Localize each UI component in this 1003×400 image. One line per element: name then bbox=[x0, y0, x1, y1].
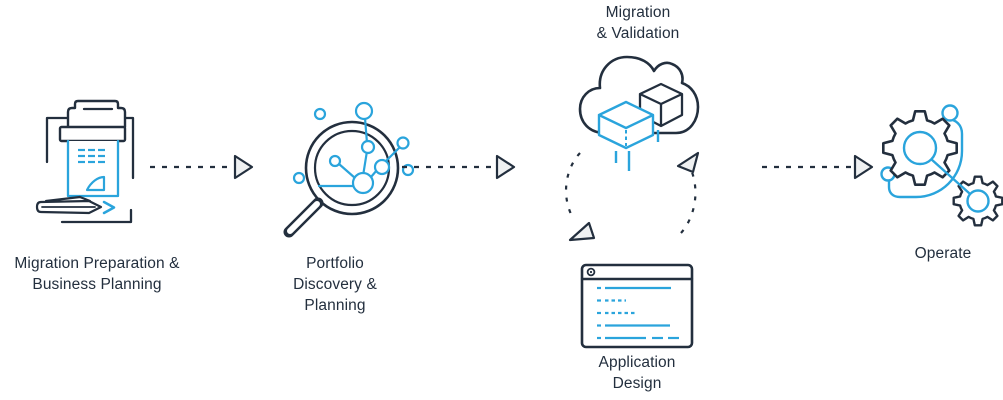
cycle-arc-right bbox=[680, 164, 697, 234]
pen-clip bbox=[44, 195, 92, 203]
window-frame bbox=[580, 263, 694, 349]
window-control-dot bbox=[589, 270, 593, 274]
cycle-arc-left bbox=[565, 152, 581, 221]
arrowhead-down-left-icon bbox=[568, 221, 596, 242]
arrowhead-up-right-icon bbox=[676, 151, 700, 174]
printer-band bbox=[58, 125, 127, 143]
gear-connector-path bbox=[887, 118, 964, 199]
cube-drop-dashes bbox=[614, 130, 660, 171]
step-label-operate: Operate bbox=[914, 245, 972, 262]
flow-arrow-1 bbox=[150, 154, 254, 180]
magnifier-rim-outer bbox=[304, 120, 400, 216]
code-lines bbox=[597, 286, 679, 340]
blue-cube bbox=[597, 100, 655, 150]
printer-lid bbox=[66, 99, 127, 129]
printer-document-pen-icon bbox=[35, 99, 135, 224]
step-label-application-design: Application Design bbox=[598, 354, 676, 392]
document-paper bbox=[66, 139, 120, 198]
gears-icon bbox=[880, 104, 1003, 227]
printer-left-bracket bbox=[45, 116, 69, 164]
document-sail-shape bbox=[85, 175, 106, 192]
gear-link-line bbox=[929, 157, 971, 195]
arrowhead-right-icon bbox=[495, 154, 516, 180]
cloud-with-cubes-icon bbox=[578, 55, 700, 171]
step-label-portfolio-discovery: Portfolio Discovery & Planning bbox=[293, 255, 377, 314]
small-gear-hub bbox=[966, 189, 990, 213]
code-window-icon bbox=[580, 263, 694, 349]
network-graph bbox=[292, 101, 415, 195]
large-gear-hub bbox=[902, 130, 938, 166]
connector-node-top bbox=[941, 104, 959, 122]
step-label-migration-preparation: Migration Preparation & Business Plannin… bbox=[14, 255, 180, 293]
magnifier-handle-fill bbox=[287, 201, 320, 234]
flow-arrow-2 bbox=[402, 154, 516, 180]
document-text-dashes bbox=[78, 148, 105, 164]
arrowhead-right-icon bbox=[233, 154, 254, 180]
arrowhead-right-icon bbox=[853, 154, 874, 180]
iteration-cycle bbox=[565, 151, 700, 242]
base-bracket bbox=[60, 208, 133, 224]
chevron-right-icon bbox=[102, 200, 116, 215]
magnifying-glass-network-icon bbox=[283, 101, 415, 238]
step-label-migration-validation: Migration & Validation bbox=[596, 4, 680, 42]
flow-arrow-3 bbox=[762, 154, 874, 180]
